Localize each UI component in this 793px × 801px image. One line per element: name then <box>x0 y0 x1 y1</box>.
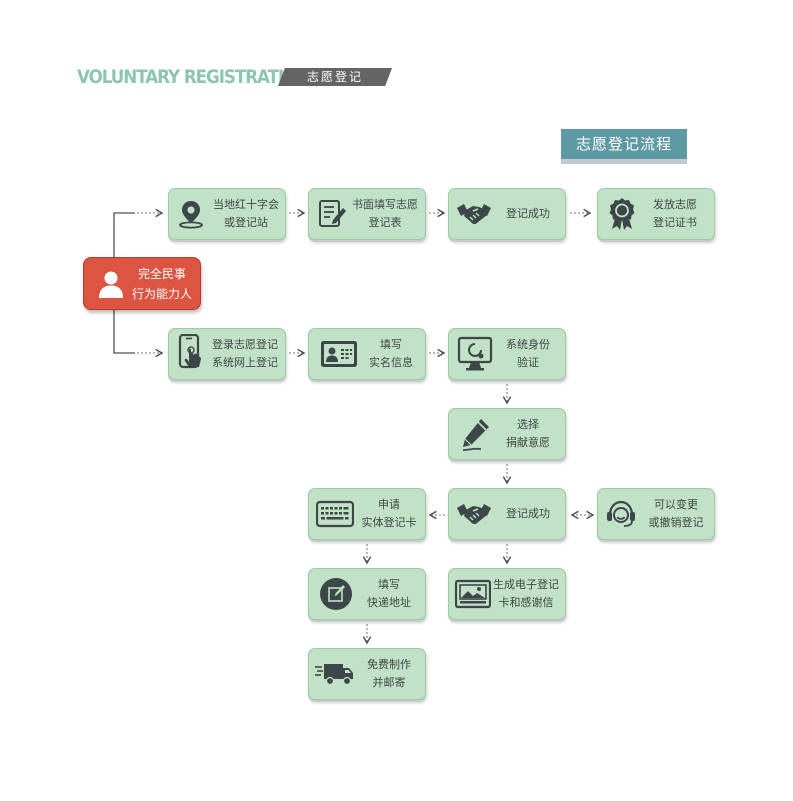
node-written-form-line1: 书面填写志愿 <box>352 198 418 211</box>
node-change-label: 可以变更 或撤销登记 <box>640 489 712 539</box>
node-certificate-line1: 发放志愿 <box>653 198 697 211</box>
node-mail-label: 免费制作 并邮寄 <box>355 649 423 699</box>
node-ecard-label: 生成电子登记 卡和感谢信 <box>489 569 563 619</box>
node-address-line2: 快递地址 <box>367 596 411 609</box>
node-certificate: 发放志愿 登记证书 <box>597 188 715 240</box>
edit-circle-icon <box>320 578 352 610</box>
diagram-title: 志愿登记流程 <box>561 129 687 164</box>
node-local-station-label: 当地红十字会 或登记站 <box>209 189 283 239</box>
node-real-name-line2: 实名信息 <box>369 356 413 369</box>
header-chinese-tag: 志愿登记 <box>278 68 392 86</box>
node-change-line2: 或撤销登记 <box>648 516 704 529</box>
node-mail-line2: 并邮寄 <box>372 676 406 689</box>
header-chinese-tag-text: 志愿登记 <box>306 70 363 84</box>
person-icon <box>99 271 123 298</box>
node-success-top: 登记成功 <box>448 188 566 240</box>
node-certificate-line2: 登记证书 <box>653 216 697 229</box>
node-real-name-label: 填写 实名信息 <box>359 329 423 379</box>
node-ecard-line1: 生成电子登记 <box>493 578 559 591</box>
node-choose: 选择 捐献意愿 <box>448 408 566 460</box>
node-written-form-line2: 登记表 <box>368 216 402 229</box>
node-verify-label: 系统身份 验证 <box>493 329 563 379</box>
delivery-truck-icon <box>315 664 353 686</box>
award-ribbon-icon <box>609 198 635 230</box>
start-node: 完全民事 行为能力人 <box>83 257 201 310</box>
node-online-line1: 登录志愿登记 <box>212 338 278 351</box>
node-apply-card-label: 申请 实体登记卡 <box>355 489 423 539</box>
node-apply-card-line1: 申请 <box>378 498 400 511</box>
node-change: 可以变更 或撤销登记 <box>597 488 715 540</box>
photo-card-icon <box>455 579 491 609</box>
node-mail: 免费制作 并邮寄 <box>308 648 426 700</box>
node-ecard: 生成电子登记 卡和感谢信 <box>448 568 566 620</box>
node-choose-label: 选择 捐献意愿 <box>493 409 563 459</box>
branch-line <box>113 212 135 257</box>
monitor-check-icon <box>457 336 493 371</box>
node-apply-card-line2: 实体登记卡 <box>361 516 417 529</box>
handshake-icon <box>457 204 491 225</box>
smartphone-touch-icon <box>178 334 201 369</box>
keyboard-card-icon <box>316 500 354 528</box>
branch-line <box>113 310 135 354</box>
node-apply-card: 申请 实体登记卡 <box>308 488 426 540</box>
start-node-label: 完全民事 行为能力人 <box>128 258 196 309</box>
node-choose-line1: 选择 <box>517 418 539 431</box>
handshake-icon <box>457 504 491 525</box>
node-success-top-label: 登记成功 <box>493 189 563 239</box>
node-ecard-line2: 卡和感谢信 <box>498 596 554 609</box>
node-written-form-label: 书面填写志愿 登记表 <box>347 189 423 239</box>
node-address-label: 填写 快递地址 <box>355 569 423 619</box>
node-online: 登录志愿登记 系统网上登记 <box>168 328 286 380</box>
node-local-station: 当地红十字会 或登记站 <box>168 188 286 240</box>
location-pin-icon <box>179 201 203 229</box>
node-real-name: 填写 实名信息 <box>308 328 426 380</box>
pencil-icon <box>462 419 489 451</box>
node-verify-line2: 验证 <box>517 356 539 369</box>
node-choose-line2: 捐献意愿 <box>506 436 550 449</box>
node-success-mid-label: 登记成功 <box>493 489 563 539</box>
node-certificate-label: 发放志愿 登记证书 <box>638 189 712 239</box>
node-online-label: 登录志愿登记 系统网上登记 <box>207 329 283 379</box>
node-address: 填写 快递地址 <box>308 568 426 620</box>
id-card-icon <box>321 341 357 367</box>
node-online-line2: 系统网上登记 <box>212 356 278 369</box>
node-address-line1: 填写 <box>378 578 400 591</box>
node-mail-line1: 免费制作 <box>367 658 411 671</box>
node-success-top-line1: 登记成功 <box>506 207 550 220</box>
node-written-form: 书面填写志愿 登记表 <box>308 188 426 240</box>
node-change-line1: 可以变更 <box>654 498 698 511</box>
start-node-line1: 完全民事 <box>137 266 186 281</box>
node-local-station-line1: 当地红十字会 <box>213 198 279 211</box>
node-verify-line1: 系统身份 <box>506 338 550 351</box>
node-success-mid: 登记成功 <box>448 488 566 540</box>
headset-icon <box>607 500 635 527</box>
start-node-line2: 行为能力人 <box>131 286 192 301</box>
form-pen-icon <box>319 200 346 227</box>
node-real-name-line1: 填写 <box>380 338 402 351</box>
node-verify: 系统身份 验证 <box>448 328 566 380</box>
node-local-station-line2: 或登记站 <box>224 216 268 229</box>
node-success-mid-line1: 登记成功 <box>506 507 550 520</box>
